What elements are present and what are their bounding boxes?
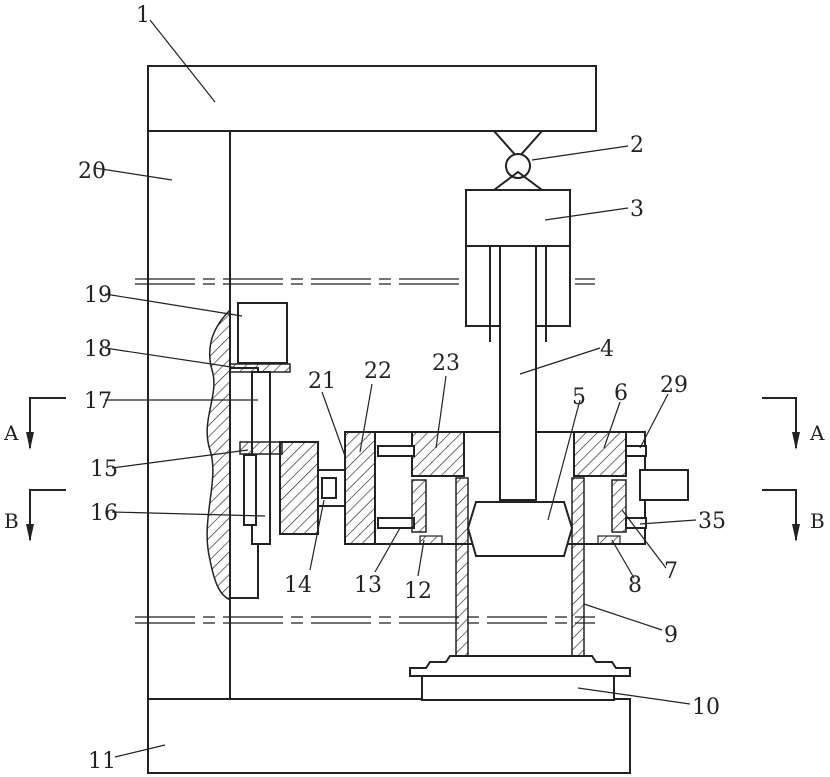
slot-29 xyxy=(626,446,646,456)
label-3: 3 xyxy=(630,197,644,222)
label-9: 9 xyxy=(664,623,678,648)
section-marker-b-right: B xyxy=(762,490,825,542)
coupling-14-inner xyxy=(322,478,336,498)
label-7: 7 xyxy=(664,559,678,584)
label-8: 8 xyxy=(628,573,642,598)
support-steps xyxy=(410,656,630,676)
section-marker-b-left: B xyxy=(4,490,66,542)
label-29: 29 xyxy=(660,373,688,398)
housing-23 xyxy=(412,432,464,476)
label-22: 22 xyxy=(364,359,392,384)
support-10 xyxy=(422,676,614,700)
label-20: 20 xyxy=(78,159,106,184)
piston-rod-4 xyxy=(500,246,536,500)
label-35: 35 xyxy=(698,509,726,534)
label-10: 10 xyxy=(692,695,720,720)
rod-35 xyxy=(640,470,688,500)
container-9-left xyxy=(456,478,468,656)
punch-5 xyxy=(468,502,572,556)
gear-16 xyxy=(280,442,318,534)
bearing-8 xyxy=(598,536,620,544)
label-14: 14 xyxy=(284,573,312,598)
label-23: 23 xyxy=(432,351,460,376)
label-11: 11 xyxy=(88,749,116,774)
motor xyxy=(238,303,287,363)
pad-12 xyxy=(412,480,426,532)
top-beam xyxy=(148,66,596,131)
label-2: 2 xyxy=(630,133,644,158)
svg-text:B: B xyxy=(4,509,19,533)
slot-13-top xyxy=(378,446,414,456)
housing-6 xyxy=(574,432,626,476)
section-marker-a-right: A xyxy=(762,398,825,450)
pad-7 xyxy=(612,480,626,532)
label-4: 4 xyxy=(600,337,614,362)
cylinder-3 xyxy=(466,190,570,246)
label-13: 13 xyxy=(354,573,382,598)
label-6: 6 xyxy=(614,381,628,406)
svg-text:B: B xyxy=(810,509,825,533)
label-16: 16 xyxy=(90,501,118,526)
label-12: 12 xyxy=(404,579,432,604)
label-15: 15 xyxy=(90,457,118,482)
label-18: 18 xyxy=(84,337,112,362)
label-1: 1 xyxy=(136,3,150,28)
label-17: 17 xyxy=(84,389,112,414)
gear-16-left xyxy=(244,455,256,525)
label-19: 19 xyxy=(84,283,112,308)
ball-joint-2 xyxy=(506,154,530,178)
label-5: 5 xyxy=(572,385,586,410)
svg-text:A: A xyxy=(3,421,19,445)
section-marker-a-left: A xyxy=(3,398,66,450)
base xyxy=(148,699,630,773)
bearing-18 xyxy=(230,364,290,372)
slot-13-bottom xyxy=(378,518,414,528)
svg-text:A: A xyxy=(809,421,825,445)
bearing-15 xyxy=(240,442,282,454)
label-21: 21 xyxy=(308,369,336,394)
container-9-right xyxy=(572,478,584,656)
